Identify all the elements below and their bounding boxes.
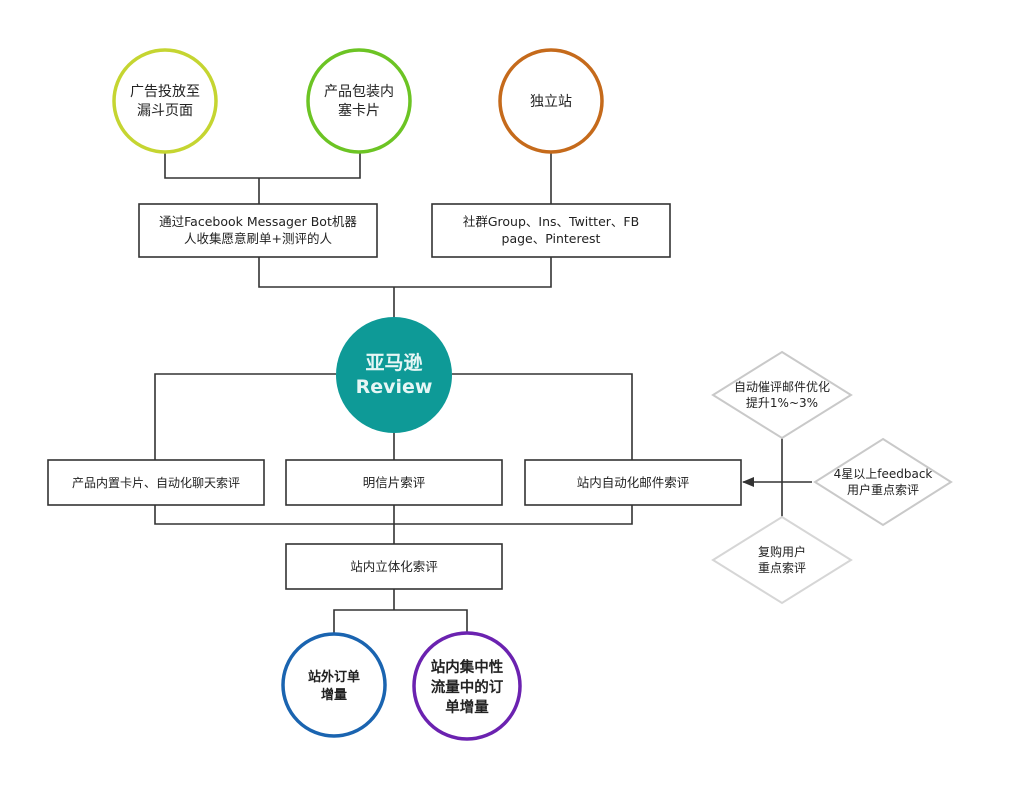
circle-internal-orders: 站内集中性 流量中的订 单增量 <box>412 631 522 741</box>
box-email: 站内自动化邮件索评 <box>524 459 742 506</box>
box-stereo: 站内立体化索评 <box>285 543 503 590</box>
circle-internal-orders-line-3: 单增量 <box>445 698 489 716</box>
connector-to-center <box>258 257 552 318</box>
circle-independent-site: 独立站 <box>498 48 604 154</box>
box-postcard-label: 明信片索评 <box>363 475 426 490</box>
connector-top-left <box>164 153 361 204</box>
circle-package-card-line-2: 塞卡片 <box>338 102 380 119</box>
box-stereo-label: 站内立体化索评 <box>350 559 438 574</box>
circle-independent-site-label: 独立站 <box>530 94 572 110</box>
circle-external-orders-line-1: 站外订单 <box>308 669 360 685</box>
circle-amazon-review: 亚马逊 Review <box>336 317 452 433</box>
circle-ad-funnel: 广告投放至 漏斗页面 <box>112 48 218 154</box>
circle-internal-orders-line-2: 流量中的订 <box>431 678 504 696</box>
circle-package-card: 产品包装内 塞卡片 <box>306 48 412 154</box>
box-product-card-chat: 产品内置卡片、自动化聊天索评 <box>47 459 265 506</box>
circle-amazon-review-line-2: Review <box>356 376 433 398</box>
diamond-email-optimize-line-2: 提升1%~3% <box>746 395 818 410</box>
diamond-email-optimize-line-1: 自动催评邮件优化 <box>734 380 830 394</box>
circle-package-card-line-1: 产品包装内 <box>324 84 394 100</box>
connector-center-branches <box>154 373 633 460</box>
box-social: 社群Group、Ins、Twitter、FB page、Pinterest <box>431 203 671 258</box>
connector-branches-merge <box>154 505 633 544</box>
circle-internal-orders-line-1: 站内集中性 <box>431 658 504 676</box>
box-postcard: 明信片索评 <box>285 459 503 506</box>
diamond-repeat-buyers-line-1: 复购用户 <box>758 544 806 559</box>
diamond-email-optimize: 自动催评邮件优化 提升1%~3% <box>711 350 853 440</box>
circle-ad-funnel-line-2: 漏斗页面 <box>137 103 193 119</box>
diamond-feedback-line-2: 用户重点索评 <box>847 482 919 497</box>
circle-amazon-review-line-1: 亚马逊 <box>365 352 422 374</box>
box-fb-bot-line-2: 人收集愿意刷单+测评的人 <box>184 231 332 246</box>
box-social-line-2: page、Pinterest <box>502 231 601 246</box>
box-social-line-1: 社群Group、Ins、Twitter、FB <box>463 214 639 229</box>
diamond-feedback-line-1: 4星以上feedback <box>834 467 933 481</box>
box-product-card-chat-label: 产品内置卡片、自动化聊天索评 <box>72 476 240 490</box>
diamond-repeat-buyers-line-2: 重点索评 <box>758 561 806 575</box>
circle-external-orders: 站外订单 增量 <box>281 632 387 738</box>
box-fb-bot-line-1: 通过Facebook Messager Bot机器 <box>159 214 357 229</box>
diamond-feedback: 4星以上feedback 用户重点索评 <box>813 437 953 527</box>
diamond-repeat-buyers: 复购用户 重点索评 <box>711 515 853 605</box>
circle-external-orders-line-2: 增量 <box>321 687 347 703</box>
box-email-label: 站内自动化邮件索评 <box>577 475 690 490</box>
connectors <box>154 153 812 634</box>
connector-to-outcomes <box>333 589 468 634</box>
box-fb-bot: 通过Facebook Messager Bot机器 人收集愿意刷单+测评的人 <box>138 203 378 258</box>
circle-ad-funnel-line-1: 广告投放至 <box>130 84 200 100</box>
